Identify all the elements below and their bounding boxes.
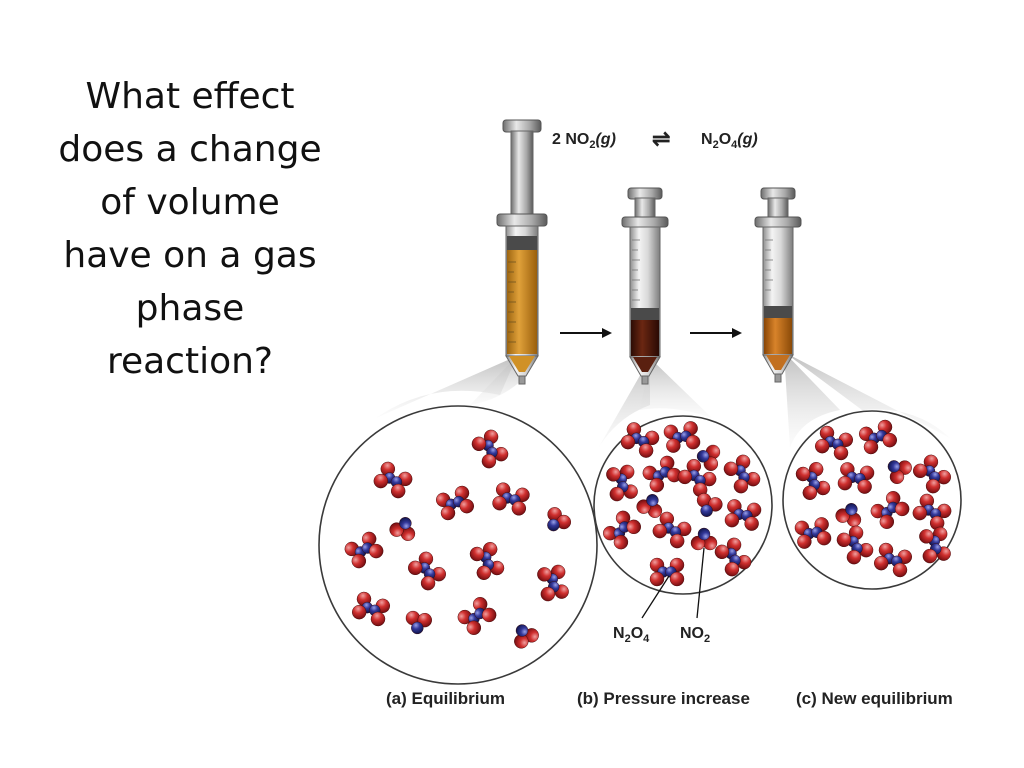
n2o4-molecule (471, 429, 509, 469)
gas-fill-c (764, 318, 792, 354)
n2o4-molecule (457, 597, 497, 635)
n2o4-molecule (652, 511, 692, 549)
syringe-c (754, 187, 802, 383)
panel-label-c: (c) New equilibrium (796, 689, 953, 708)
n2o4-molecule (469, 542, 505, 580)
syringe-b (621, 187, 669, 385)
no2-molecule (835, 503, 862, 527)
callout-no2: NO2 (680, 625, 710, 645)
title-line: does a change (58, 129, 322, 170)
n2o4-molecule (352, 591, 390, 627)
n2o4-molecule (537, 564, 569, 602)
molecules (344, 419, 952, 649)
n2o4-molecule (795, 462, 831, 500)
no2-molecule (547, 507, 572, 532)
n2o4-molecule (492, 482, 530, 516)
title-line: What effect (85, 76, 295, 117)
svg-text:N2O4(g): N2O4(g) (701, 131, 758, 151)
n2o4-molecule (714, 537, 752, 577)
magnify-cone-a (376, 356, 517, 418)
n2o4-molecule (663, 421, 701, 453)
title-line: of volume (100, 182, 280, 223)
callout-line-n2o4 (641, 575, 670, 619)
title-line: reaction? (106, 341, 274, 382)
process-arrow-1 (560, 328, 612, 338)
n2o4-molecule (837, 462, 875, 494)
no2-molecule (696, 493, 723, 517)
n2o4-molecule (606, 464, 638, 502)
no2-molecule (696, 444, 721, 471)
n2o4-molecule (649, 557, 685, 587)
n2o4-molecule (859, 419, 897, 455)
n2o4-molecule (870, 491, 910, 529)
title-line: have on a gas (63, 235, 317, 276)
callout-n2o4: N2O4 (613, 625, 650, 645)
n2o4-molecule (620, 422, 660, 458)
n2o4-molecule (794, 517, 832, 549)
circle-new-equilibrium (782, 410, 962, 590)
svg-text:2 NO2(g): 2 NO2(g) (552, 131, 616, 151)
syringe-a (496, 119, 548, 385)
no2-molecule (636, 494, 663, 518)
n2o4-molecule (603, 510, 641, 550)
gas-fill-b (631, 320, 659, 356)
panel-label-a: (a) Equilibrium (386, 689, 505, 708)
callout-line-no2 (696, 547, 705, 619)
no2-molecule (405, 610, 432, 635)
reaction-equation: 2 NO2(g) ⇌ N2O4(g) (552, 126, 758, 151)
n2o4-molecule (723, 454, 761, 494)
n2o4-molecule (913, 454, 951, 494)
equation-right: N (701, 131, 713, 148)
n2o4-molecule (677, 459, 717, 497)
equilibrium-arrow: ⇌ (652, 126, 670, 151)
n2o4-molecule (373, 461, 413, 499)
n2o4-molecule (724, 499, 762, 531)
process-arrow-2 (690, 328, 742, 338)
n2o4-molecule (912, 493, 952, 531)
slide-title: What effect does a change of volume have… (50, 70, 330, 388)
n2o4-molecule (642, 455, 682, 493)
magnify-cone-c (784, 352, 840, 448)
magnify-cones (376, 352, 950, 452)
magnify-cone-b (596, 358, 650, 452)
n2o4-molecule (408, 551, 446, 591)
circle-equilibrium (318, 405, 598, 685)
no2-molecule (887, 460, 912, 485)
title-line: phase (135, 288, 245, 329)
equation-left: 2 NO (552, 131, 589, 148)
n2o4-molecule (874, 542, 912, 578)
no2-molecule (389, 517, 416, 541)
n2o4-molecule (436, 485, 474, 521)
n2o4-molecule (919, 526, 951, 564)
n2o4-molecule (344, 531, 384, 569)
panel-label-b: (b) Pressure increase (577, 689, 750, 708)
n2o4-molecule (836, 525, 874, 565)
n2o4-molecule (815, 425, 853, 461)
no2-molecule (690, 527, 718, 551)
no2-molecule (514, 624, 539, 649)
